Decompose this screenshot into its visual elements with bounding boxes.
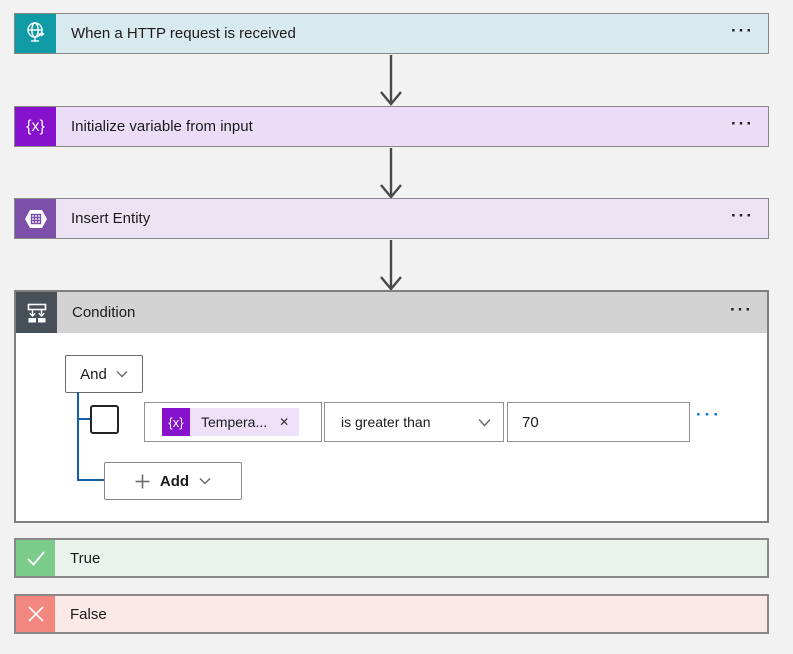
action-menu-button[interactable]: ··· <box>731 113 754 133</box>
condition-row-checkbox[interactable] <box>90 405 119 434</box>
tree-line-branch <box>77 418 90 420</box>
variable-icon: {x} <box>15 107 56 146</box>
condition-title: Condition <box>72 304 136 321</box>
action-card-insert-entity[interactable]: Insert Entity ··· <box>14 198 769 239</box>
true-branch-label: True <box>70 549 101 567</box>
trigger-title: When a HTTP request is received <box>71 25 296 42</box>
join-operator-dropdown[interactable]: And <box>65 355 143 393</box>
tree-line-branch <box>77 479 104 481</box>
dynamic-content-token[interactable]: {x} Tempera... ✕ <box>162 408 300 436</box>
condition-card: Condition ··· And {x} Tempera... ✕ is gr… <box>14 290 769 523</box>
trigger-menu-button[interactable]: ··· <box>731 20 754 40</box>
chevron-down-icon <box>199 477 211 485</box>
chevron-down-icon <box>116 370 128 378</box>
true-branch-card[interactable]: True <box>14 538 769 578</box>
condition-body: And {x} Tempera... ✕ is greater than <box>16 333 767 521</box>
action-card-initialize-variable[interactable]: {x} Initialize variable from input ··· <box>14 106 769 147</box>
action-title: Insert Entity <box>71 210 151 227</box>
connector-arrow <box>378 148 404 204</box>
tree-line-vertical <box>77 392 79 481</box>
condition-value-field <box>507 402 690 442</box>
token-label: Tempera... <box>201 414 268 430</box>
globe-http-icon <box>15 14 56 53</box>
condition-menu-button[interactable]: ··· <box>730 299 753 319</box>
add-button-label: Add <box>159 472 190 490</box>
false-branch-card[interactable]: False <box>14 594 769 634</box>
add-condition-button[interactable]: Add <box>104 462 242 500</box>
x-mark-icon <box>16 596 55 632</box>
condition-header[interactable]: Condition ··· <box>16 292 767 333</box>
condition-row-menu-button[interactable]: ··· <box>696 405 722 424</box>
condition-operator-dropdown[interactable]: is greater than <box>324 402 504 442</box>
variable-token-icon: {x} <box>162 408 190 436</box>
action-menu-button[interactable]: ··· <box>731 205 754 225</box>
action-title: Initialize variable from input <box>71 118 253 135</box>
chevron-down-icon <box>478 418 491 427</box>
trigger-card-http-request[interactable]: When a HTTP request is received ··· <box>14 13 769 54</box>
false-branch-label: False <box>70 605 107 623</box>
checkmark-icon <box>16 540 55 576</box>
join-operator-value: And <box>80 365 107 383</box>
condition-value-input[interactable] <box>508 403 689 441</box>
table-entity-icon <box>15 199 56 238</box>
condition-branch-icon <box>16 292 57 333</box>
plus-icon <box>135 474 150 488</box>
connector-arrow <box>378 240 404 296</box>
close-icon[interactable]: ✕ <box>279 415 290 429</box>
operator-value: is greater than <box>341 414 431 430</box>
connector-arrow <box>378 55 404 111</box>
condition-operand-field[interactable]: {x} Tempera... ✕ <box>144 402 322 442</box>
